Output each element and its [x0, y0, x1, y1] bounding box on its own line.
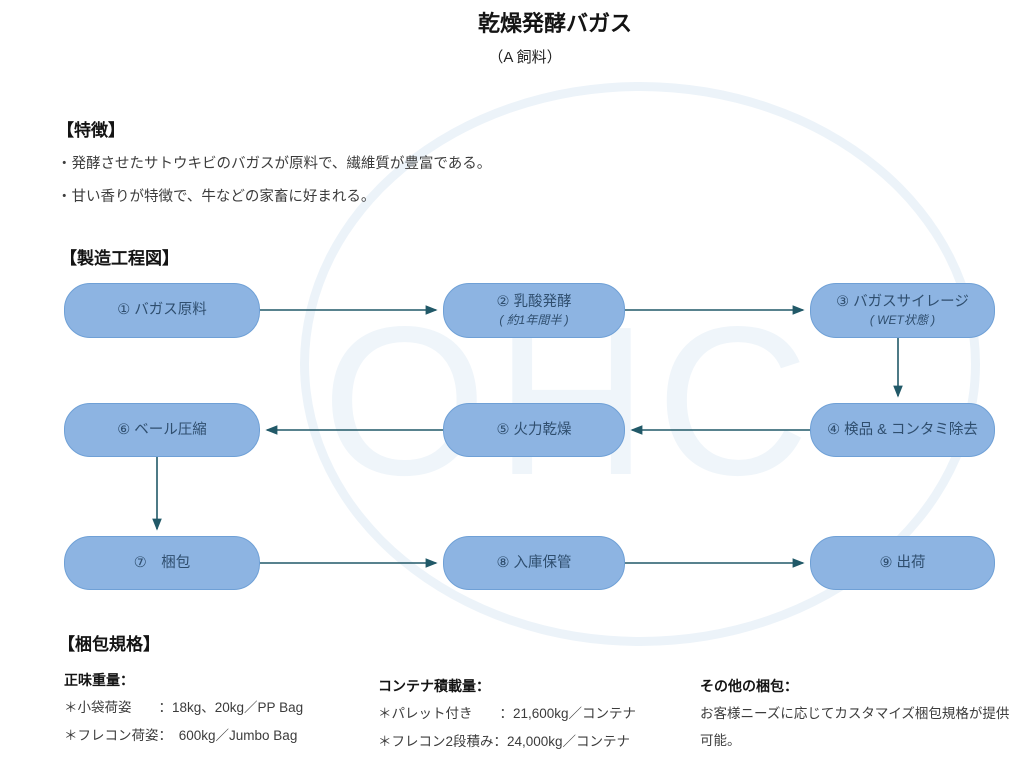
feature-item-1: ・発酵させたサトウキビのバガスが原料で、繊維質が豊富である。 [57, 156, 492, 172]
flow-step-7-label: ⑦ 梱包 [133, 554, 191, 571]
flow-step-9: ⑨ 出荷 [810, 536, 995, 590]
flow-step-2: ② 乳酸発酵 ( 約1年間半 ) [443, 283, 625, 338]
flow-step-5: ⑤ 火力乾燥 [443, 403, 625, 457]
feature-item-2: ・甘い香りが特徴で、牛などの家畜に好まれる。 [57, 189, 376, 205]
flow-step-3-label: ③ バガスサイレージ [836, 294, 969, 311]
flow-step-4: ④ 検品 & コンタミ除去 [810, 403, 995, 457]
flow-step-6-label: ⑥ ベール圧縮 [117, 421, 207, 438]
packing-container-line-2: ＊フレコン2段積み：24,000kg／コンテナ [378, 734, 631, 749]
packing-col-other-header: その他の梱包： [700, 678, 798, 694]
flow-step-6: ⑥ ベール圧縮 [64, 403, 260, 457]
packing-other-line-1: お客様ニーズに応じてカスタマイズ梱包規格が提供可能。 [700, 706, 1010, 748]
flow-step-1: ① バガス原料 [64, 283, 260, 338]
flow-step-4-label: ④ 検品 & コンタミ除去 [827, 421, 978, 438]
features-heading: 【特徴】 [57, 121, 125, 140]
page-subtitle: （A 飼料） [488, 49, 562, 66]
packing-heading: 【梱包規格】 [58, 635, 160, 654]
flow-step-9-label: ⑨ 出荷 [879, 554, 926, 571]
flow-step-8-label: ⑧ 入庫保管 [496, 554, 572, 571]
flow-step-8: ⑧ 入庫保管 [443, 536, 625, 590]
packing-col-container-load-header: コンテナ積載量： [378, 678, 490, 694]
packing-col-net-weight-header: 正味重量： [64, 672, 134, 688]
packing-col-other: その他の梱包： お客様ニーズに応じてカスタマイズ梱包規格が提供可能。 [700, 672, 1012, 754]
flow-step-5-label: ⑤ 火力乾燥 [496, 421, 572, 438]
flowchart-heading: 【製造工程図】 [60, 249, 179, 268]
packing-col-net-weight: 正味重量： ＊小袋荷姿 ：18kg、20kg／PP Bag ＊フレコン荷姿： 6… [64, 666, 303, 750]
flow-step-3-sublabel: ( WET状態 ) [869, 312, 936, 327]
packing-net-weight-line-1: ＊小袋荷姿 ：18kg、20kg／PP Bag [64, 700, 304, 715]
flow-step-7: ⑦ 梱包 [64, 536, 260, 590]
flow-step-1-label: ① バガス原料 [117, 302, 207, 319]
packing-col-container-load: コンテナ積載量： ＊パレット付き ：21,600kg／コンテナ ＊フレコン2段積… [378, 672, 636, 756]
packing-net-weight-line-2: ＊フレコン荷姿： 600kg／Jumbo Bag [64, 728, 298, 743]
page-title: 乾燥発酵バガス [477, 11, 632, 36]
flow-step-2-label: ② 乳酸発酵 [496, 294, 572, 311]
flow-step-2-sublabel: ( 約1年間半 ) [499, 312, 569, 327]
watermark-ellipse [300, 82, 980, 646]
packing-container-line-1: ＊パレット付き ：21,600kg／コンテナ [378, 706, 637, 721]
flow-step-3: ③ バガスサイレージ ( WET状態 ) [810, 283, 995, 338]
